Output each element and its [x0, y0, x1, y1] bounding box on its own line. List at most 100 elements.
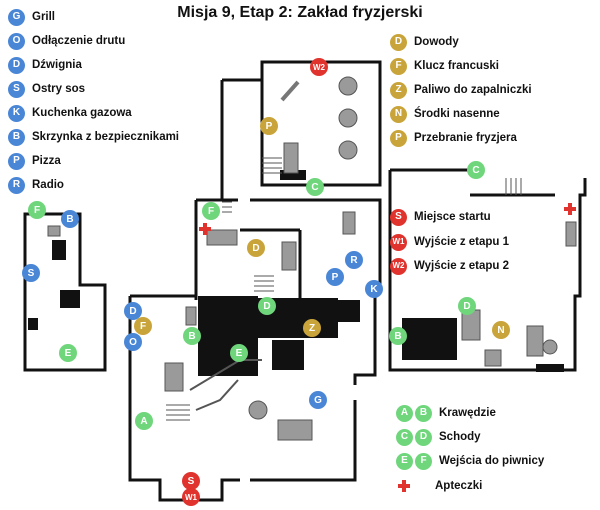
marker-wire: O	[124, 333, 142, 351]
legend-item-stairs: C D Schody	[396, 428, 481, 446]
legend-badge: F	[415, 452, 432, 470]
legend-item-lighter-fluid: Z Paliwo do zapalniczki	[390, 81, 532, 99]
marker-grill: G	[309, 391, 327, 409]
legend-label: Grill	[32, 11, 56, 23]
legend-item-pizza: P Pizza	[8, 152, 61, 170]
stairs-f	[222, 201, 232, 213]
marker-sedatives: N	[492, 321, 510, 339]
round-object-1	[338, 76, 358, 96]
round-object-4	[248, 400, 268, 420]
legend-item-wire: O Odłączenie drutu	[8, 32, 125, 50]
legend-badge: C	[396, 428, 413, 446]
legend-label: Wyjście z etapu 1	[414, 236, 510, 248]
black-block-main-3	[330, 300, 360, 322]
legend-label: Radio	[32, 179, 64, 191]
marker-disguise: P	[260, 117, 278, 135]
marker-left-basement-e: E	[59, 344, 77, 362]
legend-item-exit-1: W1 Wyjście z etapu 1	[390, 233, 509, 251]
stairs-main	[254, 275, 274, 292]
wall-main-building	[194, 198, 382, 300]
black-block-left-3	[28, 318, 38, 330]
marker-edge-b: B	[183, 327, 201, 345]
wall-top-left-extension	[220, 78, 262, 200]
legend-item-sedatives: N Środki nasenne	[390, 105, 500, 123]
legend-item-gas-stove: K Kuchenka gazowa	[8, 104, 132, 122]
legend-badge: D	[8, 56, 25, 74]
legend-item-hot-sauce: S Ostry sos	[8, 80, 85, 98]
legend-label: Skrzynka z bezpiecznikami	[32, 131, 180, 143]
marker-left-basement-f: F	[28, 201, 46, 219]
legend-badge: N	[390, 105, 407, 123]
black-block-main-4	[272, 340, 304, 370]
furniture-12	[47, 225, 61, 237]
legend-badge: E	[396, 452, 413, 470]
furniture-3	[281, 241, 297, 271]
black-block-top-1	[280, 170, 306, 180]
furniture-1	[283, 142, 299, 174]
marker-right-stairs-c: C	[467, 161, 485, 179]
legend-badge: P	[390, 129, 407, 147]
legend-badge: G	[8, 8, 25, 26]
legend-badge: D	[390, 33, 407, 51]
furniture-2	[206, 229, 238, 246]
black-block-main-1	[198, 296, 258, 376]
legend-label: Pizza	[32, 155, 61, 167]
legend-item-grill: G Grill	[8, 8, 55, 26]
black-block-right-2	[536, 364, 564, 372]
black-block-left-1	[52, 240, 66, 260]
furniture-9	[526, 325, 544, 357]
furniture-7	[185, 306, 197, 326]
legend-item-radio: R Radio	[8, 176, 64, 194]
marker-edge-a: A	[135, 412, 153, 430]
black-block-left-2	[60, 290, 80, 308]
legend-badge: Z	[390, 81, 407, 99]
legend-label: Klucz francuski	[414, 60, 499, 72]
marker-radio: R	[345, 251, 363, 269]
legend-badge: P	[8, 152, 25, 170]
wall-right-building	[388, 168, 587, 372]
legend-label: Dźwignia	[32, 59, 82, 71]
legend-item-edges: A B Krawędzie	[396, 404, 496, 422]
round-object-3	[338, 140, 358, 160]
legend-label: Paliwo do zapalniczki	[414, 84, 532, 96]
legend-item-wrench: F Klucz francuski	[390, 57, 499, 75]
marker-right-stairs-d: D	[458, 297, 476, 315]
marker-start: S	[182, 472, 200, 490]
legend-label: Ostry sos	[32, 83, 86, 95]
furniture-5	[164, 362, 184, 392]
legend-badge: W1	[390, 233, 407, 251]
legend-label: Krawędzie	[439, 407, 496, 419]
legend-item-first-aid: Apteczki	[396, 477, 482, 495]
legend-badge: O	[8, 32, 25, 50]
furniture-4	[342, 211, 356, 235]
marker-lever: D	[124, 302, 142, 320]
legend-item-lever: D Dźwignia	[8, 56, 82, 74]
legend-item-exit-2: W2 Wyjście z etapu 2	[390, 257, 509, 275]
legend-item-evidence: D Dowody	[390, 33, 459, 51]
legend-item-disguise: P Przebranie fryzjera	[390, 129, 517, 147]
marker-wrench: F	[134, 317, 152, 335]
wall-inner-1	[240, 228, 302, 300]
legend-label: Kuchenka gazowa	[32, 107, 132, 119]
legend-item-fuse-box: B Skrzynka z bezpiecznikami	[8, 128, 179, 146]
wall-main-lower	[128, 290, 377, 502]
first-aid-icon	[199, 223, 211, 235]
round-object-5	[542, 339, 558, 355]
legend-label: Wyjście z etapu 2	[414, 260, 510, 272]
legend-badge: A	[396, 404, 413, 422]
legend-badge: D	[415, 428, 432, 446]
marker-gas-stove: K	[365, 280, 383, 298]
marker-basement-f: F	[202, 202, 220, 220]
first-aid-icon	[564, 203, 576, 215]
furniture-6	[277, 419, 313, 441]
legend-badge: S	[8, 80, 25, 98]
legend-label: Miejsce startu	[414, 211, 491, 223]
legend-label: Apteczki	[435, 480, 483, 492]
legend-label: Schody	[439, 431, 481, 443]
black-block-right	[402, 318, 457, 360]
furniture-11	[565, 221, 577, 247]
legend-label: Wejścia do piwnicy	[439, 455, 545, 467]
marker-fuse-box: B	[61, 210, 79, 228]
stairs-top	[262, 157, 282, 174]
legend-badge: K	[8, 104, 25, 122]
